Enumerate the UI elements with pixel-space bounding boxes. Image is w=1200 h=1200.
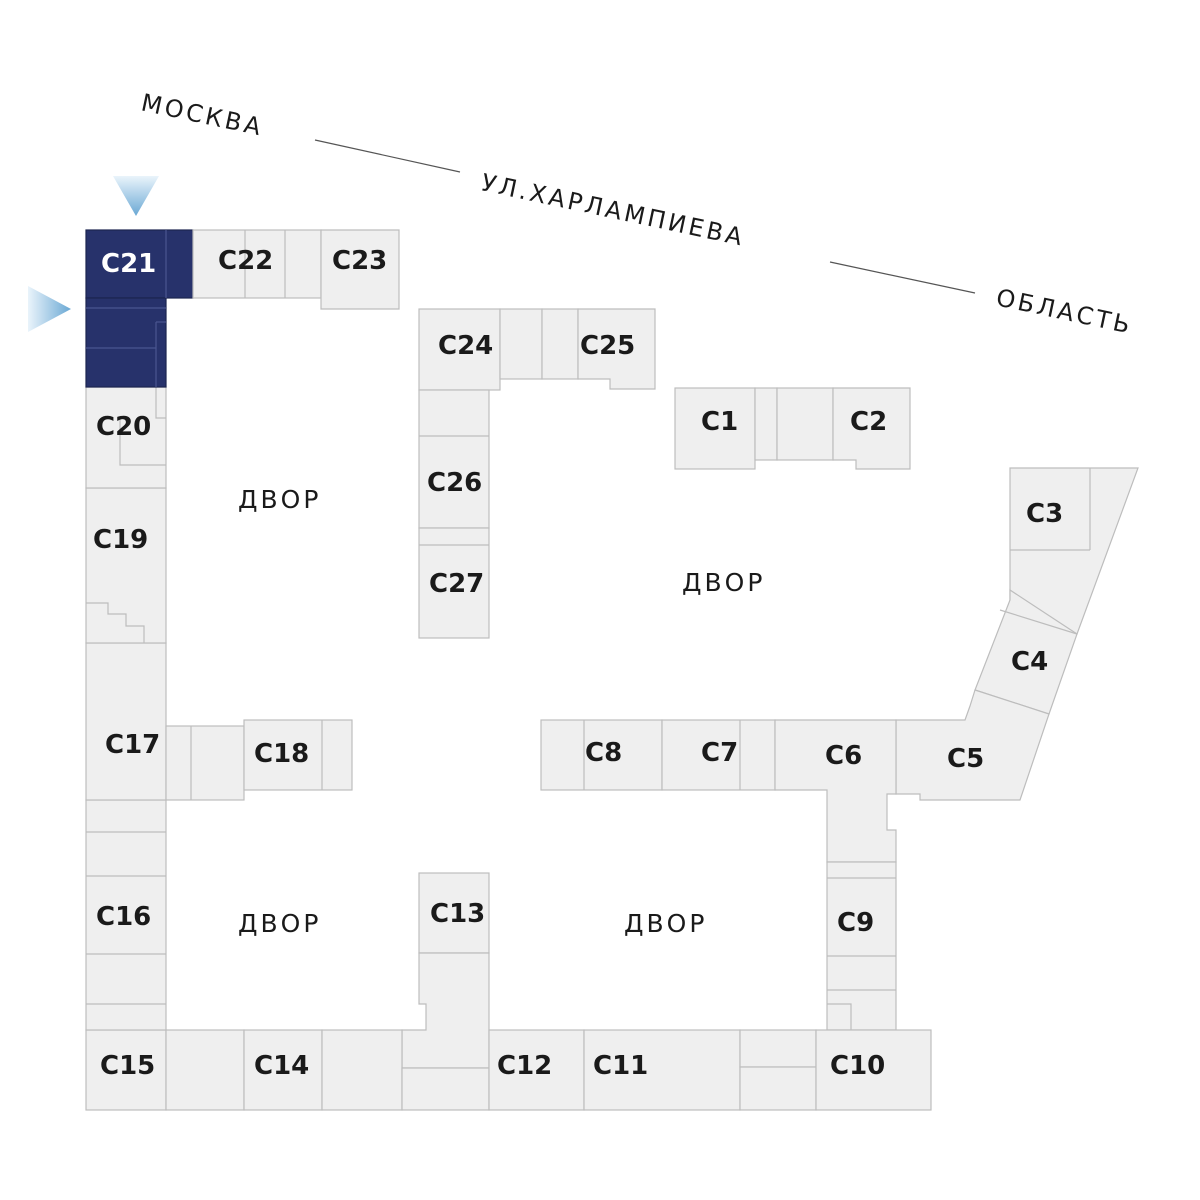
section-c21-selected[interactable] — [85, 229, 194, 388]
section-label-c2: С2 — [850, 407, 887, 437]
section-c1[interactable] — [674, 387, 778, 470]
section-label-c24: С24 — [438, 331, 493, 361]
section-label-c7: С7 — [701, 738, 738, 768]
section-c25[interactable] — [541, 308, 656, 390]
section-c2[interactable] — [776, 387, 911, 470]
section-label-c1: С1 — [701, 407, 738, 437]
road-label-moscow: МОСКВА — [139, 88, 266, 141]
section-c23[interactable] — [320, 229, 400, 310]
section-label-c15: С15 — [100, 1051, 155, 1081]
section-label-c9: С9 — [837, 908, 874, 938]
section-c20[interactable] — [85, 386, 167, 489]
road-label-street: УЛ.ХАРЛАМПИЕВА — [479, 168, 748, 251]
road-line — [829, 261, 976, 294]
section-label-c6: С6 — [825, 741, 862, 771]
section-label-c13: С13 — [430, 899, 485, 929]
section-label-c14: С14 — [254, 1051, 309, 1081]
yard-label: ДВОР — [238, 485, 321, 514]
yard-label: ДВОР — [624, 909, 707, 938]
section-c26[interactable] — [418, 389, 490, 529]
section-label-c19: С19 — [93, 525, 148, 555]
section-c24[interactable] — [418, 308, 543, 391]
section-c27[interactable] — [418, 527, 490, 639]
section-label-c16: С16 — [96, 902, 151, 932]
triangle-right-icon — [28, 286, 71, 332]
section-c11[interactable] — [583, 1029, 817, 1111]
section-c8[interactable] — [540, 719, 663, 791]
section-label-c5: С5 — [947, 744, 984, 774]
yard-label: ДВОР — [682, 568, 765, 597]
section-label-c23: С23 — [332, 246, 387, 276]
section-label-c11: С11 — [593, 1051, 648, 1081]
section-c5[interactable] — [895, 689, 1050, 801]
section-c22[interactable] — [192, 229, 322, 299]
section-c6[interactable] — [774, 719, 897, 863]
section-label-c20: С20 — [96, 412, 151, 442]
section-label-c8: С8 — [585, 738, 622, 768]
section-c7[interactable] — [661, 719, 776, 791]
triangle-down-icon — [113, 176, 159, 216]
section-c10[interactable] — [815, 1029, 932, 1111]
section-label-c3: С3 — [1026, 499, 1063, 529]
road-label-region: ОБЛАСТЬ — [994, 283, 1135, 339]
section-label-c4: С4 — [1011, 647, 1048, 677]
section-c19[interactable] — [85, 487, 167, 644]
section-c16[interactable] — [85, 799, 167, 1031]
section-label-c25: С25 — [580, 331, 635, 361]
section-label-c27: С27 — [429, 569, 484, 599]
section-label-c26: С26 — [427, 468, 482, 498]
section-c18[interactable] — [243, 719, 353, 791]
section-c12[interactable] — [401, 1029, 585, 1111]
section-label-c10: С10 — [830, 1051, 885, 1081]
section-label-c22: С22 — [218, 246, 273, 276]
section-c9[interactable] — [826, 861, 897, 1031]
yard-label: ДВОР — [238, 909, 321, 938]
section-label-c17: С17 — [105, 730, 160, 760]
section-c13[interactable] — [401, 872, 490, 1069]
section-label-c18: С18 — [254, 739, 309, 769]
section-label-c21: С21 — [101, 249, 156, 279]
section-c14[interactable] — [165, 1029, 403, 1111]
section-c17[interactable] — [85, 642, 245, 801]
section-label-c12: С12 — [497, 1051, 552, 1081]
road-line — [314, 139, 461, 173]
section-c15[interactable] — [85, 1029, 167, 1111]
